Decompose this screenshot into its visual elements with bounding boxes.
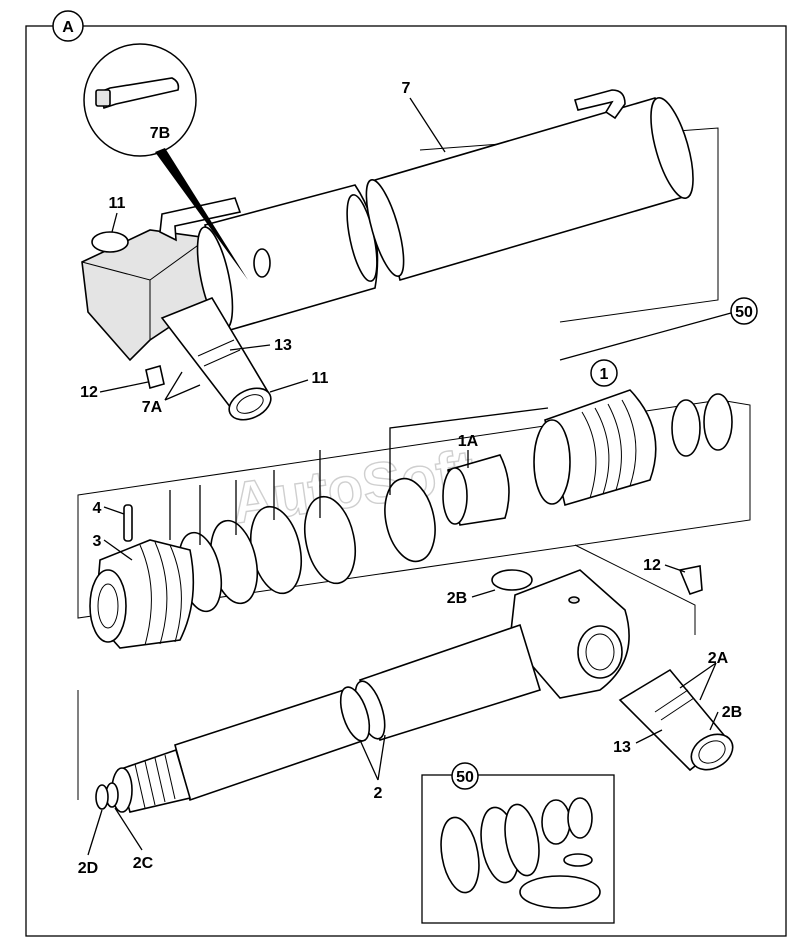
label-2c: 2C	[133, 855, 154, 872]
label-1a: 1A	[458, 433, 479, 450]
label-13-lower: 13	[613, 739, 631, 756]
svg-text:1: 1	[600, 366, 609, 383]
piston-assembly	[77, 389, 751, 649]
diagram-frame	[25, 25, 787, 937]
label-13-upper: 13	[274, 337, 292, 354]
label-12-upper: 12	[80, 384, 98, 401]
seal-kit-badge: 50	[451, 762, 479, 790]
svg-text:50: 50	[735, 304, 753, 321]
leader-lines	[87, 97, 719, 856]
seal-kit-inset	[421, 774, 615, 924]
kit-callout-badge: 50	[559, 297, 758, 361]
section-badge: A	[52, 10, 84, 42]
label-2b-upper: 2B	[447, 590, 467, 607]
inset-7b: 7B	[83, 43, 248, 280]
label-12-lower: 12	[643, 557, 661, 574]
pin-4	[123, 504, 133, 542]
label-2a: 2A	[708, 650, 729, 667]
washer-11-upper	[91, 231, 129, 253]
label-4: 4	[93, 500, 102, 517]
piston-callout-badge: 1	[590, 359, 618, 387]
o-ring-large	[384, 477, 436, 563]
label-3: 3	[93, 533, 102, 550]
label-7: 7	[402, 80, 411, 97]
washer-2b-upper	[491, 569, 533, 591]
rod-assembly	[77, 544, 734, 813]
rod-shaft	[174, 686, 366, 802]
barrel-assembly	[81, 89, 719, 421]
barrel-tube-right	[374, 97, 693, 282]
part-labels: 7 11 13 11 12 7A 1A 4 3 12 2B 2A 2B 13 2…	[78, 80, 742, 877]
piston-head	[544, 389, 657, 507]
svg-text:A: A	[62, 19, 74, 36]
label-2d: 2D	[78, 860, 98, 877]
fitting-12-lower	[678, 565, 703, 595]
label-2b-lower: 2B	[722, 704, 742, 721]
label-2: 2	[374, 785, 383, 802]
svg-text:7B: 7B	[150, 125, 170, 142]
label-7a: 7A	[142, 399, 163, 416]
svg-text:50: 50	[456, 769, 474, 786]
label-11-lower: 11	[312, 370, 329, 387]
fitting-12-upper	[145, 364, 165, 390]
label-11-upper: 11	[109, 195, 126, 212]
